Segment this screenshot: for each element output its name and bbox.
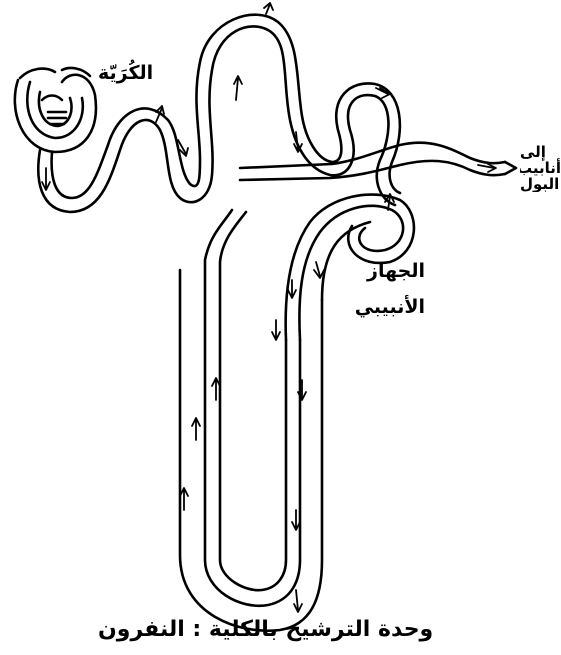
collecting-duct-label-line: البول — [520, 177, 561, 193]
proximal-tubule — [38, 15, 400, 212]
flow-arrow — [192, 418, 200, 440]
diagram-caption: وحدة الترشيح بالكلية : النفرون — [98, 618, 433, 641]
flow-arrow — [272, 320, 280, 340]
flow-arrow — [234, 76, 242, 100]
tubular-system-label-line: الأنبيبي — [330, 298, 425, 318]
flow-arrow — [264, 3, 273, 14]
flow-arrow — [294, 590, 302, 612]
glomerulus-capsule — [15, 68, 96, 152]
glomerulus-label: الكُرَيّة — [98, 64, 153, 84]
flow-arrows — [42, 3, 496, 612]
collecting-duct-label: إلى أنابيب البول — [520, 145, 561, 192]
tubular-system-label-line: الجهاز — [330, 262, 425, 282]
loop-of-henle — [180, 210, 322, 631]
tubular-system-label: الجهاز الأنبيبي — [330, 262, 425, 334]
flow-arrow — [478, 164, 496, 172]
flow-arrow — [42, 168, 50, 190]
